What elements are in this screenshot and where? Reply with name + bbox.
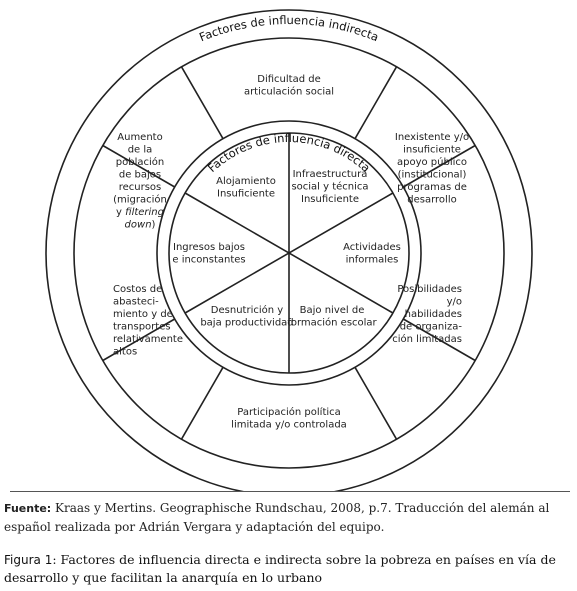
direct-factor-line: informales [346, 255, 399, 266]
indirect-factor-line: ción limitadas [392, 333, 462, 345]
direct-factor-line: Actividades [343, 242, 401, 253]
indirect-factor-lower-left: Costos de abasteci-miento y de transportes… [113, 284, 183, 358]
outer-divider [180, 66, 224, 140]
indirect-factor-line: y/o [447, 297, 462, 308]
inner-ring-border [156, 120, 422, 386]
outer-divider [402, 318, 476, 362]
indirect-factor-line: habilidades [405, 309, 462, 320]
direct-factor-line: Insuficiente [301, 194, 359, 205]
figure-caption: Figura 1: Factores de influencia directa… [4, 551, 576, 587]
indirect-factor-line: relativamente [113, 334, 183, 345]
outer-divider [180, 366, 224, 440]
indirect-factor-line: (migración [113, 194, 167, 206]
outer-sector-ring [73, 37, 505, 469]
outer-divider [354, 66, 398, 140]
indirect-factor-line: Dificultad de [257, 74, 320, 85]
indirect-factor-bottom: Participación política limitada y/o contr… [231, 406, 347, 431]
indirect-factor-line: Aumento [117, 132, 162, 143]
caption-label: Figura 1 [4, 553, 53, 567]
direct-factor-line: Bajo nivel de [300, 305, 365, 316]
outer-dividers-diag [180, 66, 398, 440]
direct-factor-line: Alojamiento [216, 176, 276, 187]
indirect-factor-line: programas de [397, 182, 467, 193]
direct-factor-line: e inconstantes [172, 255, 245, 266]
source-label: Fuente: [4, 502, 52, 515]
outer-divider [102, 318, 176, 362]
direct-factor-line: formación escolar [287, 317, 377, 329]
indirect-factor-line: miento y de [113, 309, 173, 320]
indirect-factor-line: Participación política [237, 406, 341, 418]
svg-text:Factores de influencia indirec: Factores de influencia indirecta [197, 13, 381, 44]
source-note: Fuente: Kraas y Mertins. Geographische R… [4, 499, 574, 536]
outer-ring-title: Factores de influencia indirecta [197, 13, 381, 44]
indirect-factor-line: de la [128, 145, 153, 156]
direct-factor-line: Infraestructura [293, 169, 368, 180]
factors-diagram: Factores de influencia indirecta Factore… [45, 9, 533, 491]
outer-dividers [102, 144, 476, 362]
indirect-factor-line: población [116, 156, 164, 168]
direct-factor-right: Actividades informales [343, 242, 401, 266]
indirect-factor-line: apoyo público [397, 156, 467, 168]
indirect-factor-line: transportes [113, 322, 171, 333]
indirect-factor-line: insuficiente [403, 145, 461, 156]
inner-dividers [184, 133, 394, 373]
outer-ring-border [45, 9, 533, 491]
direct-factor-line: Insuficiente [217, 189, 275, 200]
inner-divider [184, 192, 394, 314]
outer-divider [354, 366, 398, 440]
direct-factor-line: Ingresos bajos [173, 242, 245, 253]
direct-factor-line: baja productividad [200, 318, 293, 329]
indirect-factor-line: Inexistente y/o [395, 132, 469, 143]
source-text: Kraas y Mertins. Geographische Rundschau… [4, 501, 550, 534]
outer-divider [102, 144, 176, 188]
indirect-factor-line: de bajos [119, 170, 161, 181]
indirect-factor-line: y filtering [116, 207, 164, 218]
indirect-factor-line: down) [125, 220, 156, 231]
separator-line [10, 491, 570, 492]
indirect-factor-line: articulación social [244, 86, 334, 98]
indirect-factor-line: Posibilidades [397, 284, 462, 295]
direct-factor-bottom-left: Desnutrición y baja productividad [200, 304, 293, 329]
outer-divider [402, 144, 476, 188]
direct-factor-line: social y técnica [291, 181, 368, 193]
indirect-factor-line: de organiza- [400, 322, 463, 333]
direct-factor-line: Desnutrición y [211, 304, 283, 316]
indirect-factor-line: abasteci- [113, 297, 159, 308]
indirect-factor-line: (institucional) [398, 170, 467, 181]
direct-factor-left: Ingresos bajos e inconstantes [172, 242, 245, 266]
caption-text: : Factores de influencia directa e indir… [4, 552, 556, 585]
indirect-factor-line: desarrollo [407, 195, 456, 206]
indirect-factor-line: limitada y/o controlada [231, 420, 347, 431]
indirect-factor-line: altos [113, 347, 137, 358]
indirect-factor-line: recursos [119, 182, 162, 193]
indirect-factor-line: Costos de [113, 284, 162, 295]
